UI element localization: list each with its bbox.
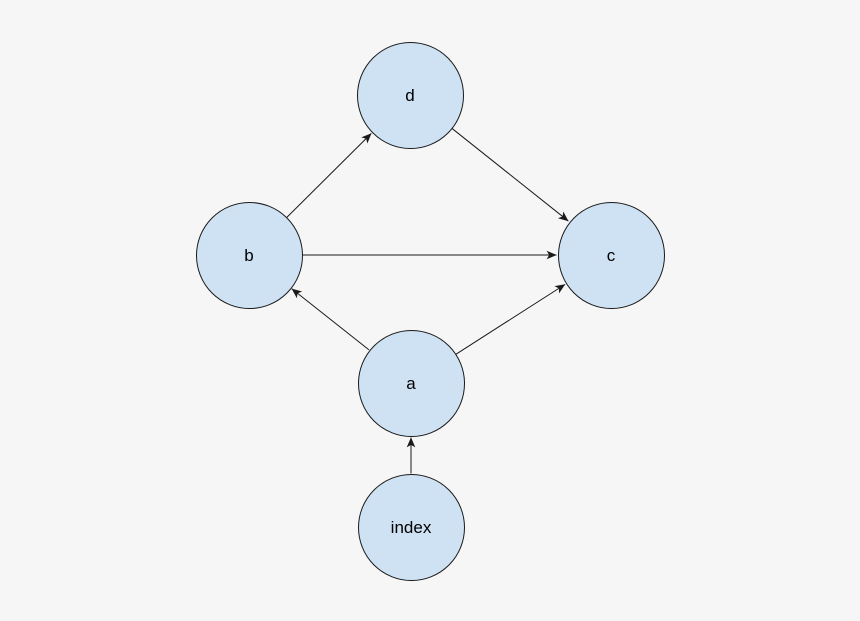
edge-b-d	[286, 133, 372, 218]
node-label-index: index	[390, 517, 432, 537]
node-d: d	[356, 41, 464, 149]
node-b: b	[195, 201, 303, 309]
node-label-c: c	[606, 245, 616, 265]
edge-a-c	[455, 283, 566, 355]
node-label-b: b	[244, 245, 254, 265]
node-c: c	[557, 201, 665, 309]
node-a: a	[357, 329, 465, 437]
edge-d-c	[451, 127, 569, 222]
node-index: index	[357, 473, 465, 581]
node-label-d: d	[405, 85, 415, 105]
edge-a-b	[291, 288, 370, 351]
node-label-a: a	[406, 373, 416, 393]
